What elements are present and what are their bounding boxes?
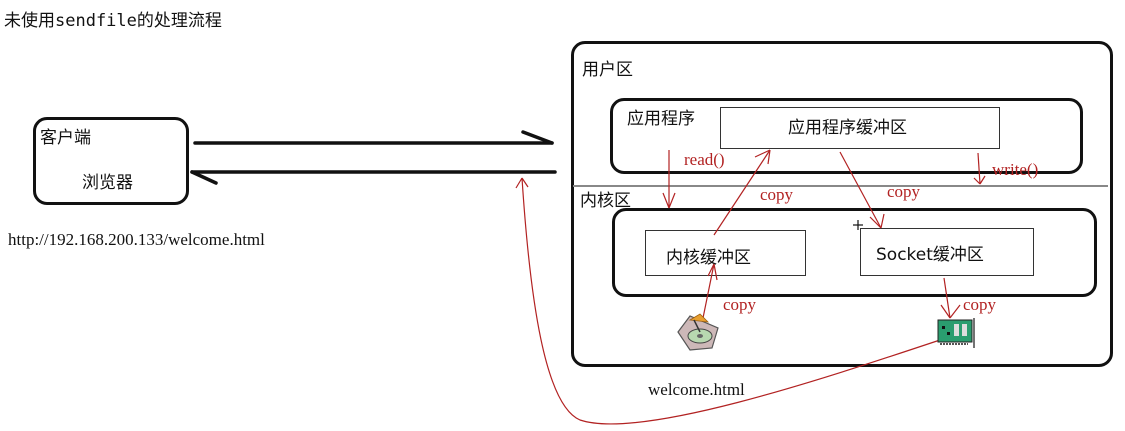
- read-arrow: [662, 150, 676, 209]
- client-box: [33, 117, 189, 205]
- application-buffer-label: 应用程序缓冲区: [788, 118, 907, 138]
- copy-disk-to-kernel-arrow: [702, 263, 718, 319]
- request-arrow: [193, 130, 554, 145]
- user-kernel-divider: [573, 185, 1108, 187]
- copy-app-to-socket-label: copy: [887, 182, 921, 201]
- write-label: write(): [992, 160, 1039, 179]
- client-label: 客户端: [40, 128, 91, 148]
- server-box: [571, 41, 1113, 367]
- copy-app-to-socket-arrow: [839, 151, 885, 229]
- copy-socket-to-nic-label: copy: [963, 295, 997, 314]
- kernel-buffer: [645, 230, 806, 276]
- copy-socket-to-nic-arrow: [940, 277, 961, 319]
- nic-to-client-curve: [515, 177, 941, 425]
- read-label: read(): [684, 150, 725, 169]
- user-space-label: 用户区: [582, 60, 633, 80]
- kernel-buffer-label: 内核缓冲区: [666, 248, 751, 268]
- application-label: 应用程序: [627, 109, 695, 129]
- application-box: [610, 98, 1083, 174]
- browser-label: 浏览器: [82, 173, 133, 193]
- write-arrow: [973, 152, 986, 185]
- request-url: http://192.168.200.133/welcome.html: [8, 230, 265, 249]
- file-label: welcome.html: [648, 380, 745, 399]
- network-card-icon: [937, 318, 975, 348]
- diagram-title: 未使用sendfile的处理流程: [4, 11, 222, 31]
- copy-disk-to-kernel-label: copy: [723, 295, 757, 314]
- kernel-space-label: 内核区: [580, 191, 631, 211]
- copy-kernel-to-app-label: copy: [760, 185, 794, 204]
- cursor-crosshair-icon: [853, 220, 863, 230]
- socket-buffer: [860, 228, 1034, 276]
- hard-disk-icon: [677, 313, 719, 351]
- socket-buffer-label: Socket缓冲区: [876, 245, 984, 265]
- application-buffer: [720, 107, 1000, 149]
- kernel-box: [612, 208, 1097, 297]
- copy-kernel-to-app-arrow: [713, 149, 771, 236]
- response-arrow: [190, 170, 557, 185]
